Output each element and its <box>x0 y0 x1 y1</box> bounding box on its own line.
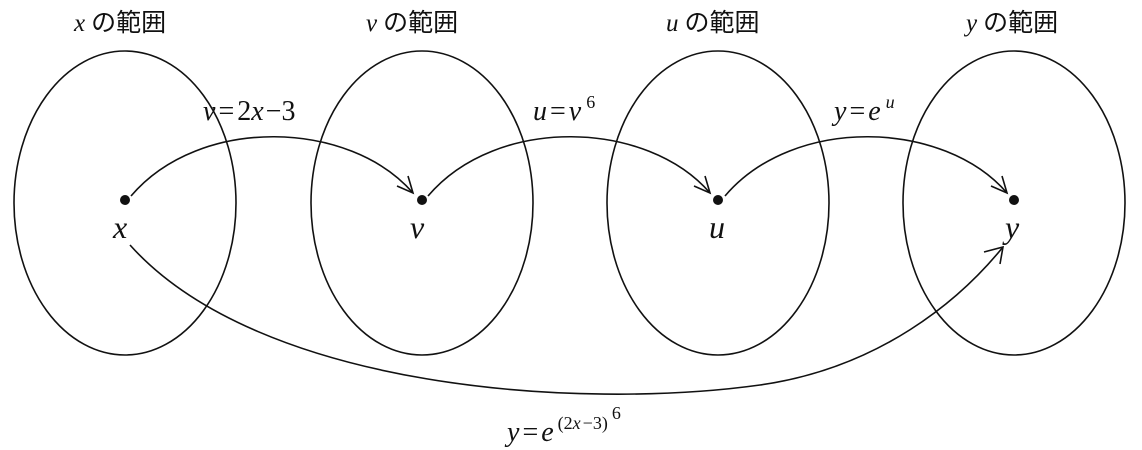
element-label-y: y <box>1002 209 1020 245</box>
formula-v-of-x-eq: = <box>218 96 234 127</box>
point-x <box>120 195 130 205</box>
set-ellipse-u <box>606 50 830 356</box>
formula-composite-exp-power: 6 <box>612 403 621 423</box>
formula-y-of-u-lhs: y <box>831 96 847 127</box>
set-title-v-variable: v <box>366 10 378 37</box>
formula-u-of-v-eq: = <box>550 96 566 127</box>
formula-v-of-x-rest: −3 <box>266 96 296 127</box>
set-title-v-suffix: の範囲 <box>383 8 458 37</box>
formula-composite-eq: = <box>522 417 538 448</box>
formula-v-of-x-lhs: v <box>203 96 216 127</box>
arrowhead-v-to-u <box>693 175 712 195</box>
formula-u-of-v-lhs: u <box>533 96 547 127</box>
formula-y-of-u-eq: = <box>849 96 865 127</box>
set-title-u-variable: u <box>666 10 679 37</box>
arrow-v-to-u <box>427 136 711 197</box>
formula-composite-base: e <box>541 417 553 448</box>
arrowhead-x-to-y-composite <box>983 245 1005 265</box>
formula-u-of-v-base: v <box>569 96 582 127</box>
formula-composite-exp-var: x <box>572 413 581 433</box>
element-label-v: v <box>410 209 425 245</box>
set-ellipse-y <box>902 50 1126 356</box>
set-ellipse-x <box>13 50 237 356</box>
set-ellipse-v <box>310 50 534 356</box>
arrowhead-x-to-v <box>396 175 415 195</box>
arrow-x-to-y-composite <box>129 244 1004 395</box>
formula-composite-lhs: y <box>504 417 520 448</box>
element-label-u: u <box>709 209 725 245</box>
set-title-y-suffix: の範囲 <box>983 8 1058 37</box>
arrow-x-to-v <box>130 136 414 197</box>
set-title-u-suffix: の範囲 <box>685 8 760 37</box>
point-v <box>417 195 427 205</box>
arrowhead-u-to-y <box>990 175 1009 195</box>
formula-v-of-x-var: x <box>250 96 264 127</box>
formula-v-of-x-coef: 2 <box>237 96 251 127</box>
set-title-x-variable: x <box>73 10 85 37</box>
element-label-x: x <box>112 209 127 245</box>
point-y <box>1009 195 1019 205</box>
formula-composite: y=e(2x−3)6 <box>504 403 621 448</box>
arrow-u-to-y <box>724 136 1008 197</box>
formula-y-of-u-base: e <box>868 96 880 127</box>
formula-composite-exp-close: −3) <box>583 413 608 434</box>
set-title-x-suffix: の範囲 <box>91 8 166 37</box>
formula-v-of-x: v=2x−3 <box>203 96 295 127</box>
set-title-y-variable: y <box>963 10 978 37</box>
formula-y-of-u-exponent: u <box>886 92 895 112</box>
formula-composite-exp-open: (2 <box>558 413 573 434</box>
formula-u-of-v-exponent: 6 <box>586 92 595 112</box>
point-u <box>713 195 723 205</box>
